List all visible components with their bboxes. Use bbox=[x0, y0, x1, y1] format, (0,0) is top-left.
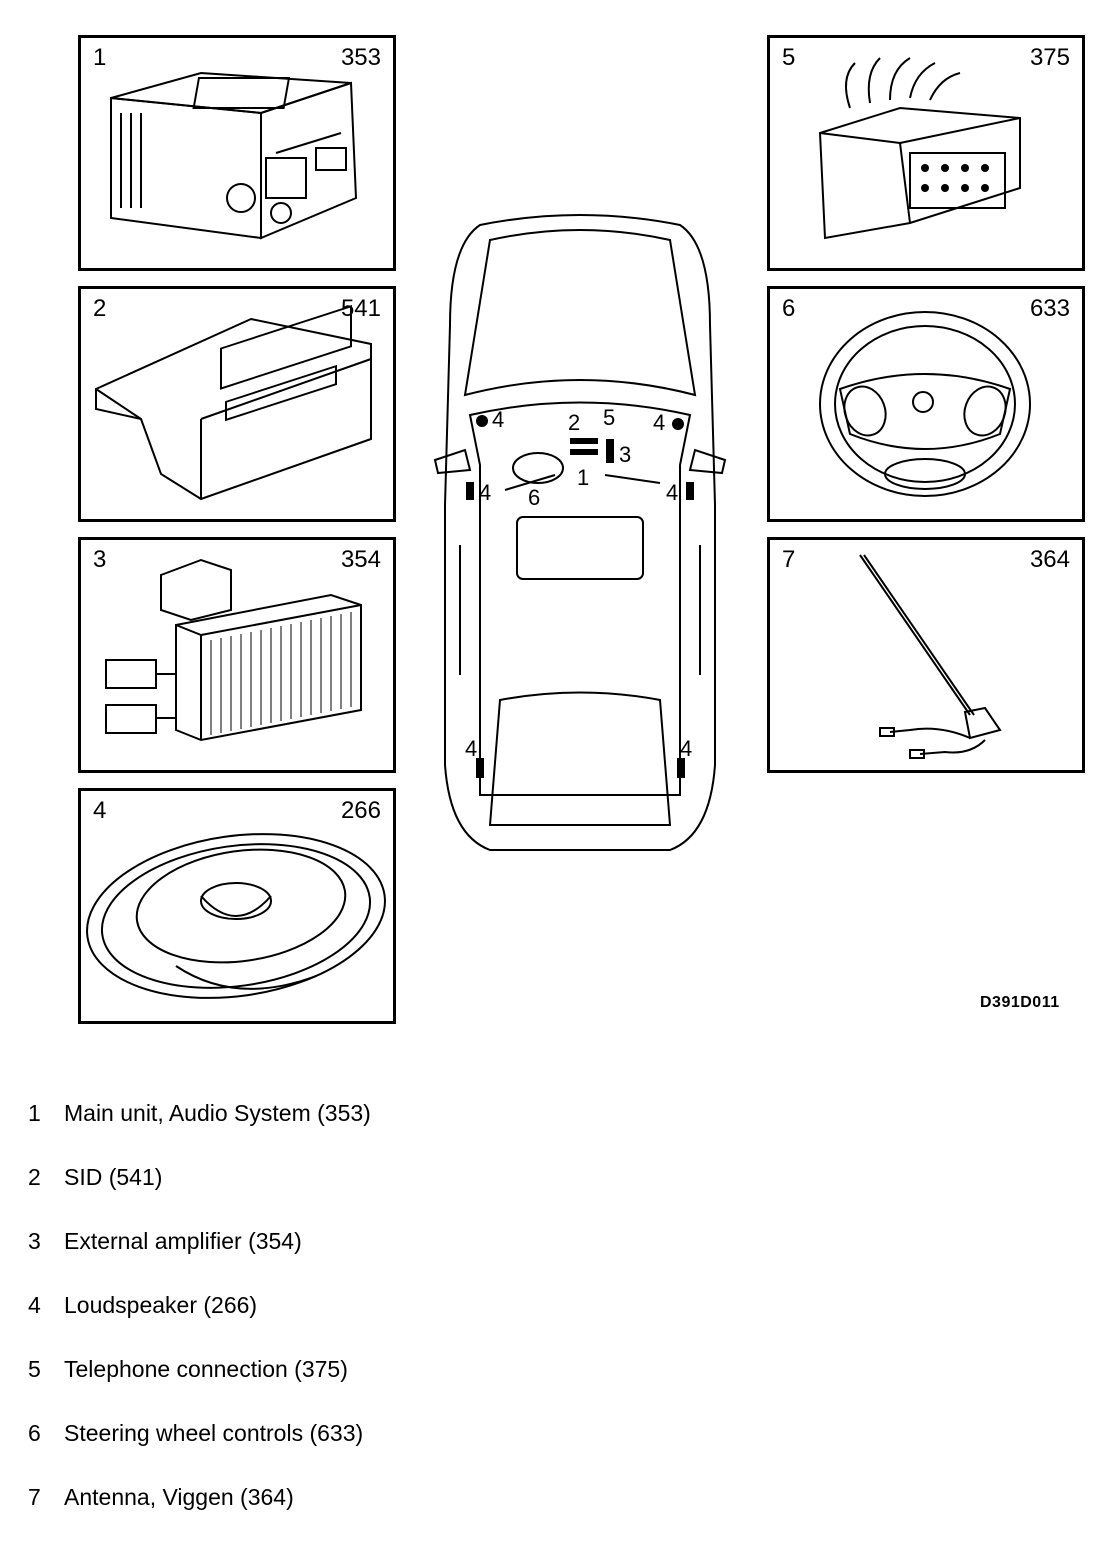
legend-text: Main unit, Audio System (353) bbox=[64, 1100, 371, 1126]
panel-number: 2 bbox=[93, 295, 107, 322]
car-top-view: 4 4 4 4 4 4 2 5 3 1 6 bbox=[433, 214, 727, 851]
car-label-front-right-speaker: 4 bbox=[653, 410, 665, 435]
component-code: 266 bbox=[340, 797, 381, 824]
car-body-outline bbox=[433, 214, 727, 851]
speaker-marker bbox=[476, 758, 484, 778]
telephone-connector-illustration bbox=[818, 57, 1021, 240]
legend-text: Antenna, Viggen (364) bbox=[64, 1484, 294, 1510]
legend-number: 6 bbox=[28, 1420, 41, 1446]
legend-item: 6 Steering wheel controls (633) bbox=[28, 1420, 371, 1484]
legend-item: 1 Main unit, Audio System (353) bbox=[28, 1100, 371, 1164]
main-unit-illustration bbox=[110, 71, 358, 240]
legend-number: 4 bbox=[28, 1292, 41, 1318]
panel-antenna: 7 364 bbox=[767, 537, 1085, 773]
legend-text: SID (541) bbox=[64, 1164, 163, 1190]
car-label-telephone: 5 bbox=[603, 405, 615, 430]
amplifier-marker bbox=[606, 439, 614, 463]
speaker-marker bbox=[476, 415, 488, 427]
panel-telephone-connection: 5 375 bbox=[767, 35, 1085, 271]
panel-number: 3 bbox=[93, 546, 107, 573]
car-label-steering: 6 bbox=[528, 485, 540, 510]
legend-number: 2 bbox=[28, 1164, 41, 1190]
legend-text: Telephone connection (375) bbox=[64, 1356, 348, 1382]
legend-item: 7 Antenna, Viggen (364) bbox=[28, 1484, 371, 1548]
legend-number: 1 bbox=[28, 1100, 41, 1126]
sid-marker bbox=[570, 438, 598, 444]
amplifier-illustration bbox=[105, 558, 362, 742]
car-label-door-left-speaker: 4 bbox=[479, 480, 491, 505]
component-code: 353 bbox=[340, 44, 381, 71]
car-label-amplifier: 3 bbox=[619, 442, 631, 467]
component-legend: 1 Main unit, Audio System (353) 2 SID (541… bbox=[28, 1100, 371, 1548]
component-code: 354 bbox=[340, 546, 381, 573]
panel-number: 6 bbox=[782, 295, 796, 322]
panel-number: 7 bbox=[782, 546, 796, 573]
panel-main-unit: 1 353 bbox=[78, 35, 396, 271]
car-label-rear-right-speaker: 4 bbox=[680, 736, 692, 761]
sid-illustration bbox=[95, 304, 372, 501]
car-label-front-left-speaker: 4 bbox=[492, 407, 504, 432]
panel-steering-wheel: 6 633 bbox=[767, 286, 1085, 522]
panel-number: 1 bbox=[93, 44, 107, 71]
car-label-rear-left-speaker: 4 bbox=[465, 736, 477, 761]
component-markers bbox=[466, 415, 694, 778]
legend-number: 3 bbox=[28, 1228, 41, 1254]
speaker-marker bbox=[677, 758, 685, 778]
legend-item: 3 External amplifier (354) bbox=[28, 1228, 371, 1292]
drawing-reference-id: D391D011 bbox=[980, 994, 1060, 1011]
legend-item: 2 SID (541) bbox=[28, 1164, 371, 1228]
legend-text: Steering wheel controls (633) bbox=[64, 1420, 364, 1446]
legend-text: Loudspeaker (266) bbox=[64, 1292, 258, 1318]
panel-sid: 2 541 bbox=[78, 286, 396, 522]
component-code: 633 bbox=[1029, 295, 1070, 322]
sid-marker bbox=[570, 449, 598, 455]
legend-item: 4 Loudspeaker (266) bbox=[28, 1292, 371, 1356]
component-code: 541 bbox=[340, 295, 381, 322]
speaker-marker bbox=[672, 418, 684, 430]
speaker-marker bbox=[686, 482, 694, 500]
legend-number: 5 bbox=[28, 1356, 41, 1382]
speaker-marker bbox=[466, 482, 474, 500]
legend-text: External amplifier (354) bbox=[64, 1228, 302, 1254]
legend-item: 5 Telephone connection (375) bbox=[28, 1356, 371, 1420]
panel-amplifier: 3 354 bbox=[78, 537, 396, 773]
component-code: 364 bbox=[1029, 546, 1070, 573]
panel-number: 4 bbox=[93, 797, 107, 824]
loudspeaker-illustration bbox=[86, 833, 386, 999]
steering-wheel-illustration bbox=[819, 311, 1031, 497]
panel-loudspeaker: 4 266 bbox=[78, 788, 396, 1024]
antenna-illustration bbox=[859, 554, 1002, 759]
car-label-sid: 2 bbox=[568, 410, 580, 435]
car-label-main-unit: 1 bbox=[577, 465, 589, 490]
panel-number: 5 bbox=[782, 44, 796, 71]
car-label-door-right-speaker: 4 bbox=[666, 480, 678, 505]
component-code: 375 bbox=[1029, 44, 1070, 71]
legend-number: 7 bbox=[28, 1484, 41, 1510]
